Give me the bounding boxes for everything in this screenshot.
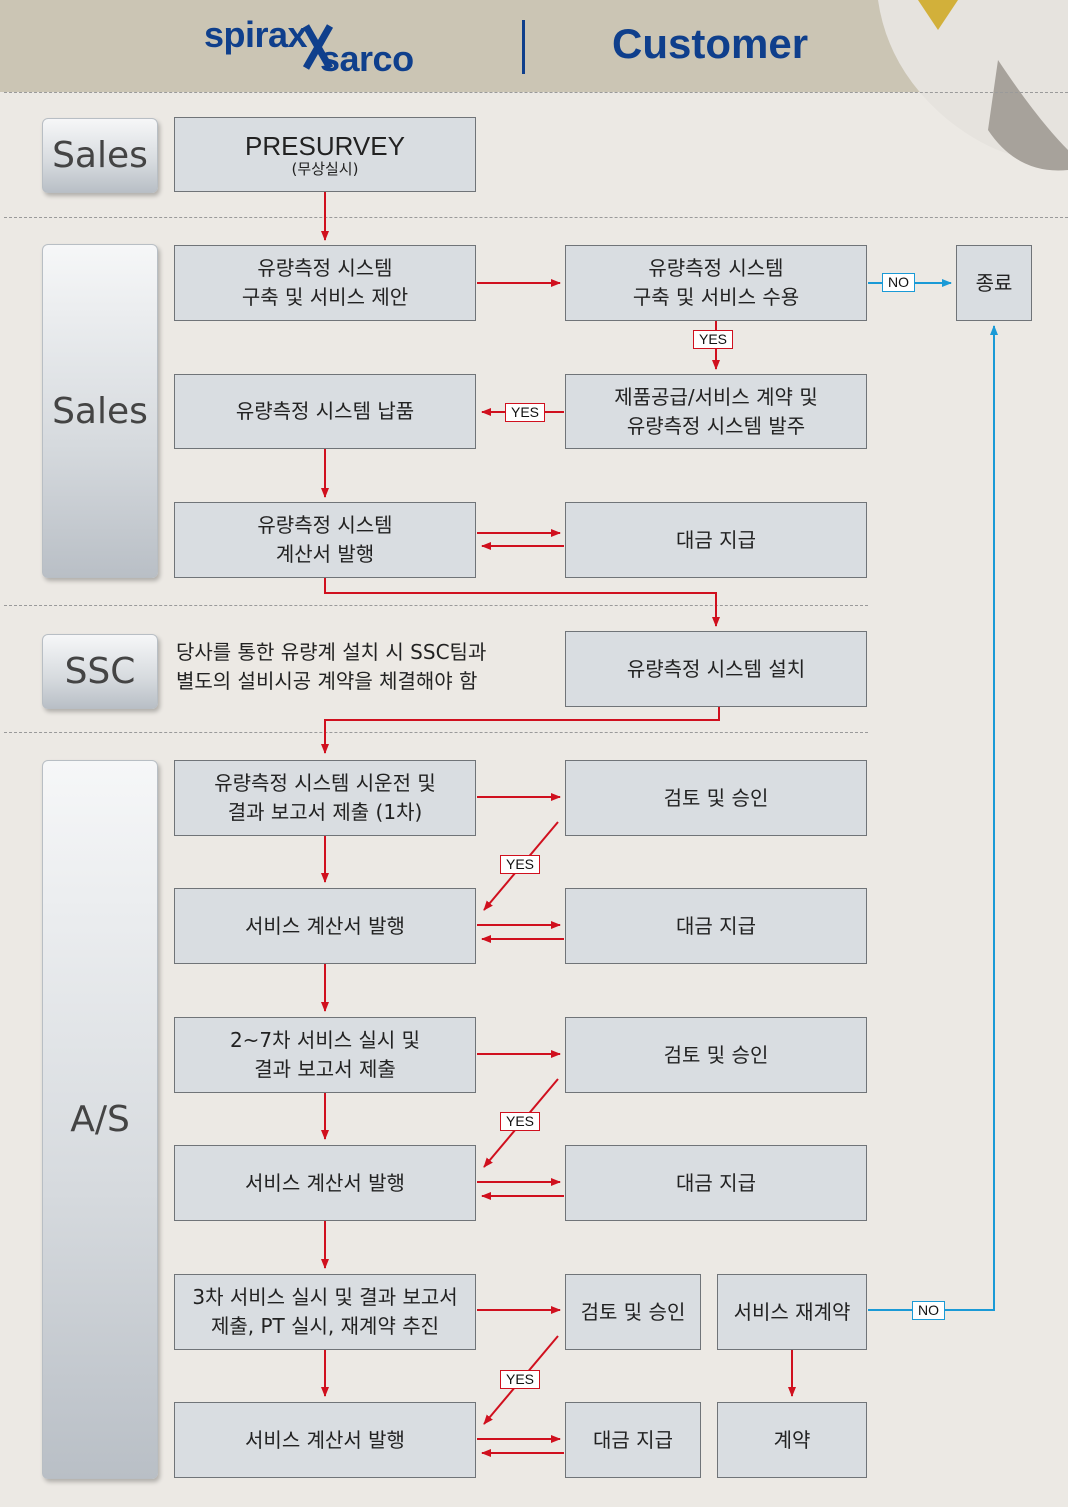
delivery-box: 유량측정 시스템 납품 bbox=[174, 374, 476, 449]
invoice4-text: 서비스 계산서 발행 bbox=[245, 1427, 405, 1452]
review3-box: 검토 및 승인 bbox=[565, 1274, 701, 1350]
pay3-text: 대금 지급 bbox=[676, 1170, 756, 1195]
trial-run-box: 유량측정 시스템 시운전 및 결과 보고서 제출 (1차) bbox=[174, 760, 476, 836]
lane-ssc: SSC bbox=[42, 634, 158, 709]
end-box: 종료 bbox=[956, 245, 1032, 321]
arrow-install-trial bbox=[321, 707, 720, 754]
contract-order-box: 제품공급/서비스 계약 및 유량측정 시스템 발주 bbox=[565, 374, 867, 449]
service-3-text: 3차 서비스 실시 및 결과 보고서 제출, PT 실시, 재계약 추진 bbox=[192, 1285, 458, 1338]
pay1-box: 대금 지급 bbox=[565, 502, 867, 578]
accept-text: 유량측정 시스템 구축 및 서비스 수용 bbox=[632, 256, 800, 309]
logo-sarco: sarco bbox=[320, 38, 414, 79]
trial-run-text: 유량측정 시스템 시운전 및 결과 보고서 제출 (1차) bbox=[214, 771, 436, 824]
contract-order-text: 제품공급/서비스 계약 및 유량측정 시스템 발주 bbox=[614, 384, 818, 438]
header-divider bbox=[522, 20, 525, 74]
logo-x-mark bbox=[302, 24, 334, 70]
logo-spirax: spirax bbox=[204, 14, 308, 55]
review1-box: 검토 및 승인 bbox=[565, 760, 867, 836]
section-separator bbox=[4, 732, 868, 733]
end-text: 종료 bbox=[975, 270, 1013, 295]
ssc-note: 당사를 통한 유량계 설치 시 SSC팀과 별도의 설비시공 계약을 체결해야 … bbox=[176, 640, 487, 693]
accept-box: 유량측정 시스템 구축 및 서비스 수용 bbox=[565, 245, 867, 321]
no-label-recontract: NO bbox=[912, 1301, 945, 1320]
lane-sales-presurvey: Sales bbox=[42, 118, 158, 193]
presurvey-title: PRESURVEY bbox=[245, 131, 405, 161]
pay3-box: 대금 지급 bbox=[565, 1145, 867, 1221]
invoice4-box: 서비스 계산서 발행 bbox=[174, 1402, 476, 1478]
service-2-7-text: 2~7차 서비스 실시 및 결과 보고서 제출 bbox=[229, 1028, 421, 1081]
section-separator bbox=[4, 92, 1068, 93]
pay2-box: 대금 지급 bbox=[565, 888, 867, 964]
delivery-text: 유량측정 시스템 납품 bbox=[235, 399, 415, 423]
presurvey-box: PRESURVEY (무상실시) bbox=[174, 117, 476, 192]
recontract-text: 서비스 재계약 bbox=[733, 1299, 851, 1324]
invoice2-text: 서비스 계산서 발행 bbox=[245, 913, 405, 938]
review2-text: 검토 및 승인 bbox=[663, 1042, 769, 1067]
pay4-box: 대금 지급 bbox=[565, 1402, 701, 1478]
review1-text: 검토 및 승인 bbox=[663, 785, 769, 810]
contract-text: 계약 bbox=[773, 1427, 811, 1452]
recontract-box: 서비스 재계약 bbox=[717, 1274, 867, 1350]
invoice1-box: 유량측정 시스템 계산서 발행 bbox=[174, 502, 476, 578]
yes-label-review2: YES bbox=[500, 1112, 541, 1131]
yes-label-accept: YES bbox=[693, 330, 734, 349]
header-customer-title: Customer bbox=[612, 20, 809, 67]
pay1-text: 대금 지급 bbox=[676, 527, 756, 552]
lane-sales: Sales bbox=[42, 244, 158, 578]
service-3-box: 3차 서비스 실시 및 결과 보고서 제출, PT 실시, 재계약 추진 bbox=[174, 1274, 476, 1350]
yes-label-review1: YES bbox=[500, 855, 541, 874]
no-label-end: NO bbox=[882, 273, 915, 292]
proposal-text: 유량측정 시스템 구축 및 서비스 제안 bbox=[241, 256, 409, 309]
invoice3-text: 서비스 계산서 발행 bbox=[245, 1170, 405, 1195]
arrow-invoice-install bbox=[324, 578, 720, 627]
pay4-text: 대금 지급 bbox=[593, 1427, 673, 1452]
section-separator bbox=[4, 605, 868, 606]
install-text: 유량측정 시스템 설치 bbox=[626, 656, 806, 681]
yes-label-review3: YES bbox=[500, 1370, 541, 1389]
invoice2-box: 서비스 계산서 발행 bbox=[174, 888, 476, 964]
arrow-no-recontract-end bbox=[868, 325, 998, 1311]
section-separator bbox=[4, 217, 1068, 218]
install-box: 유량측정 시스템 설치 bbox=[565, 631, 867, 707]
corner-decoration bbox=[878, 0, 1068, 171]
pay2-text: 대금 지급 bbox=[676, 913, 756, 938]
presurvey-subtitle: (무상실시) bbox=[291, 160, 359, 178]
review2-box: 검토 및 승인 bbox=[565, 1017, 867, 1093]
review3-text: 검토 및 승인 bbox=[580, 1299, 686, 1324]
invoice3-box: 서비스 계산서 발행 bbox=[174, 1145, 476, 1221]
contract-box: 계약 bbox=[717, 1402, 867, 1478]
invoice1-text: 유량측정 시스템 계산서 발행 bbox=[257, 513, 393, 566]
service-2-7-box: 2~7차 서비스 실시 및 결과 보고서 제출 bbox=[174, 1017, 476, 1093]
proposal-box: 유량측정 시스템 구축 및 서비스 제안 bbox=[174, 245, 476, 321]
lane-as: A/S bbox=[42, 760, 158, 1479]
yes-label-delivery: YES bbox=[505, 403, 546, 422]
